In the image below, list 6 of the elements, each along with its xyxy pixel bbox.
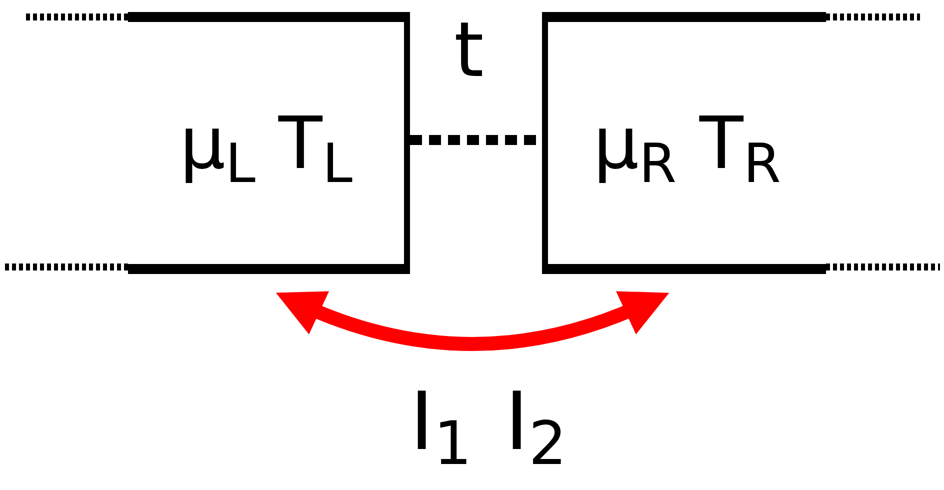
reservoir-box [128,12,410,274]
current-label: I$_{2}$ [505,382,567,462]
current-label: I$_{1}$ [410,382,472,462]
edge-label: t [454,12,484,88]
current-arrow [276,290,670,351]
reservoir-box [542,12,826,274]
